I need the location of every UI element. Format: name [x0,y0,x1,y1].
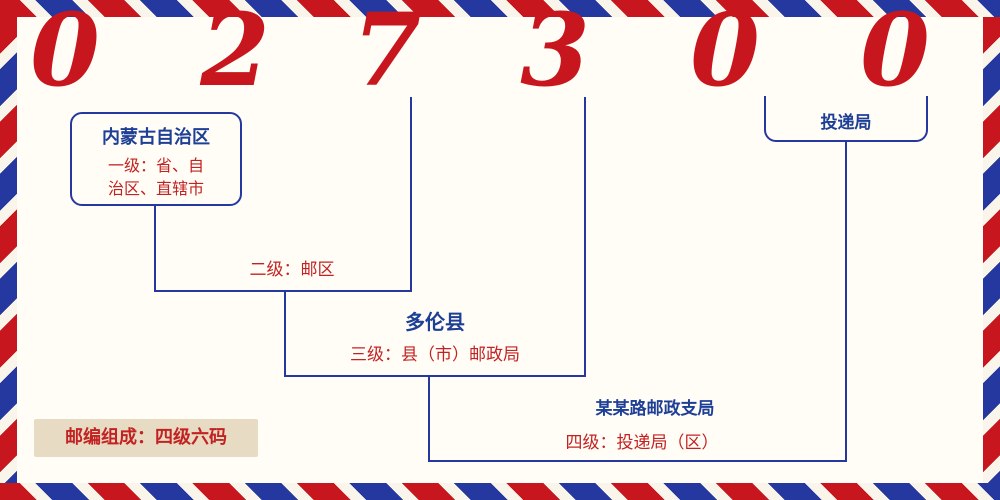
postal-digit-5: 0 [690,0,760,109]
composition-note-badge: 邮编组成：四级六码 [34,419,258,457]
level4-label: 四级：投递局（区） [565,433,719,453]
connector-level2-horizontal [154,290,412,292]
level1-region-name: 内蒙古自治区 [102,127,210,148]
envelope-border-left [0,17,17,483]
postal-digit-2: 2 [200,0,270,109]
level4-branch-name: 某某路邮政支局 [595,399,715,419]
connector-level2-left-vertical [154,206,156,292]
level2-label: 二级：邮区 [249,260,335,280]
envelope-border-top [0,0,1000,17]
delivery-office-bracket: 投递局 [764,96,928,142]
connector-digit4-vertical [584,97,586,377]
connector-level3-left-vertical [284,292,286,377]
level1-label: 一级：省、自 治区、直辖市 [107,156,204,199]
postal-digit-6: 0 [860,0,930,109]
connector-delivery-vertical [845,142,847,462]
envelope-border-right [983,17,1000,483]
connector-level4-horizontal [428,460,847,462]
postal-digit-3: 7 [352,0,422,109]
postal-digit-1: 0 [30,0,100,109]
level1-province-box: 内蒙古自治区 一级：省、自 治区、直辖市 [70,112,242,206]
connector-level3-horizontal [284,375,586,377]
delivery-office-name: 投递局 [820,113,872,133]
connector-digit3-vertical [410,97,412,292]
level3-label: 三级：县（市）邮政局 [350,345,520,365]
envelope-border-bottom [0,483,1000,500]
level3-county-name: 多伦县 [405,310,465,334]
postal-digit-4: 3 [520,0,590,109]
connector-level4-left-vertical [428,377,430,462]
